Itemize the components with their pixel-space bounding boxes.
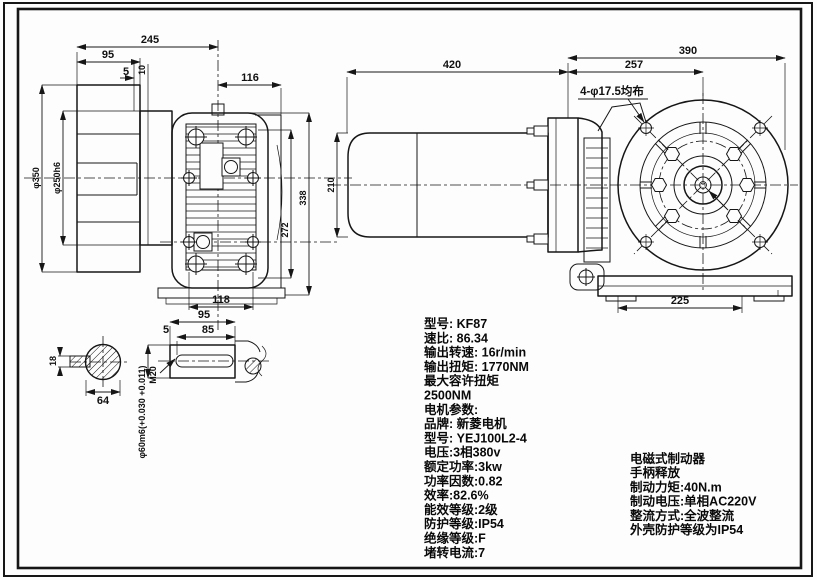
dim-shim: 5 bbox=[123, 66, 129, 78]
flange-slots bbox=[640, 122, 766, 248]
nameplate bbox=[199, 142, 224, 190]
dim-total-height: 338 bbox=[298, 190, 308, 205]
oil-plug-upper bbox=[221, 157, 241, 177]
side-view-dimensions: 420 390 257 210 225 4-φ17.5均布 bbox=[326, 45, 786, 313]
dim-flange-to-center: 257 bbox=[625, 59, 643, 71]
dim-shaft-length: 95 bbox=[198, 309, 210, 321]
dim-fan-diameter: φ350 bbox=[31, 167, 41, 188]
flange-hex-bolts bbox=[650, 147, 756, 223]
mounting-holes bbox=[638, 120, 768, 250]
dim-end-step: 5 bbox=[163, 324, 169, 336]
dim-across-key: 64 bbox=[97, 395, 110, 407]
output-flange bbox=[617, 99, 789, 271]
shaft-side-view: 95 85 5 M20 φ60m6(+0.030 +0.011) bbox=[137, 309, 270, 459]
dim-foot-spacing: 225 bbox=[671, 295, 689, 307]
dim-bolt-spacing: 118 bbox=[212, 294, 230, 306]
front-view bbox=[24, 40, 352, 330]
front-view-dimensions: 245 95 5 10 116 φ350 φ250h6 272 338 118 bbox=[31, 34, 312, 310]
dim-fan-housing: 95 bbox=[102, 49, 114, 61]
bolt-holes-callout: 4-φ17.5均布 bbox=[580, 84, 644, 98]
dim-fin-height: 272 bbox=[280, 222, 290, 237]
dim-motor-height: 210 bbox=[326, 177, 336, 192]
housing-bolts bbox=[181, 126, 261, 275]
dim-output-side: 116 bbox=[241, 72, 259, 84]
side-view bbox=[330, 93, 798, 302]
sheet-frame bbox=[3, 2, 813, 577]
dim-motor-length: 420 bbox=[443, 59, 461, 71]
dim-key-length: 85 bbox=[202, 324, 214, 336]
flange-bolts bbox=[526, 125, 549, 245]
dim-center-thread: M20 bbox=[148, 366, 158, 384]
dim-flange-diameter: φ250h6 bbox=[52, 162, 62, 194]
dim-shaft-diameter: φ60m6(+0.030 +0.011) bbox=[137, 365, 147, 458]
dim-key-width: 18 bbox=[48, 356, 58, 366]
dim-gearbox-width: 390 bbox=[679, 45, 697, 57]
dim-flange-step: 10 bbox=[137, 65, 147, 75]
dim-overall-length: 245 bbox=[141, 34, 159, 46]
shaft-section-view: 18 64 bbox=[48, 336, 130, 407]
